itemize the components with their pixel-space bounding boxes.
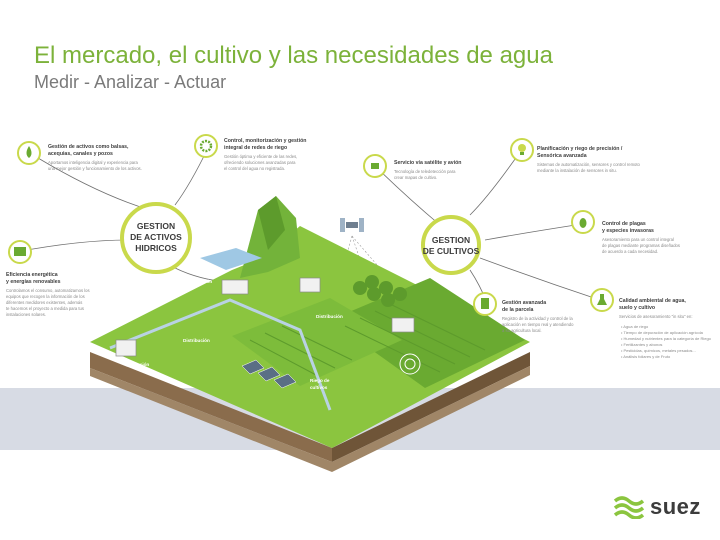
satellite-icon (340, 218, 364, 232)
solar-panels (241, 359, 297, 389)
suez-logo-icon (613, 496, 645, 519)
label-distribucion-left: Distribución (183, 338, 210, 343)
terrain-right-side (332, 352, 530, 462)
svg-text:Servicio vía satélite y avión: Servicio vía satélite y avión (394, 160, 461, 166)
building-captacion-bottom (115, 339, 137, 357)
svg-text:Sistemas de automatización, se: Sistemas de automatización, sensores y c… (537, 162, 641, 173)
svg-text:Aportamos inteligencia digital: Aportamos inteligencia digital y experie… (48, 160, 142, 171)
svg-text:Asesoramiento para un control: Asesoramiento para un control integralde… (602, 237, 680, 254)
solar-panel-icon (8, 240, 32, 264)
field-rows (249, 303, 486, 377)
callout-servicio-satelital: Servicio vía satélite y avión Tecnología… (394, 160, 461, 180)
building-captacion-top (221, 279, 249, 295)
svg-text:Calidad ambiental de agua,suel: Calidad ambiental de agua,suelo y cultiv… (619, 298, 686, 311)
terrain-block (90, 196, 530, 472)
callout-planificacion-riego: Planificación y riego de precisión /Sens… (537, 146, 641, 173)
callout-icons (8, 134, 614, 316)
map-labels: Captación Distribución Distribución Capt… (127, 279, 343, 390)
flask-icon (590, 288, 614, 312)
svg-text:Controlamos el consumo, automa: Controlamos el consumo, automatizamos lo… (6, 288, 90, 317)
water-channel (109, 298, 332, 411)
reservoir (200, 248, 262, 270)
svg-text:Servicios de asesoramiento "in: Servicios de asesoramiento "in situ" en: (619, 314, 693, 319)
label-captacion-top: Captación (190, 279, 212, 284)
lightbulb-icon (510, 138, 534, 162)
terrain-left-side (90, 352, 332, 462)
svg-text:Gestión óptima y eficiente de: Gestión óptima y eficiente de las redes,… (224, 154, 297, 171)
logo-text: suez (650, 494, 701, 519)
clipboard-icon (473, 292, 497, 316)
buildings (115, 277, 415, 357)
building-farm (391, 317, 415, 333)
svg-text:• Agua de riego• Tiempo de dep: • Agua de riego• Tiempo de depuración de… (621, 324, 712, 359)
page-subtitle: Medir - Analizar - Actuar (34, 72, 227, 92)
water-drop-icon (17, 141, 41, 165)
label-captacion-bottom: Captación (127, 362, 149, 367)
suez-logo: suez (612, 494, 701, 520)
callout-gestion-activos: Gestión de activos como balsas,acequias,… (48, 144, 142, 171)
svg-text:Control, monitorización y gest: Control, monitorización y gestiónintegra… (224, 138, 306, 151)
gear-icon (194, 134, 218, 158)
satellite-icon (363, 154, 387, 178)
crop-field-right (330, 278, 525, 388)
building-distribucion (299, 277, 321, 293)
bug-icon (571, 210, 595, 234)
label-distribucion-top: Distribución (316, 314, 343, 319)
crop-target-marker (399, 353, 421, 375)
svg-text:Planificación y riego de preci: Planificación y riego de precisión /Sens… (537, 146, 623, 159)
callout-calidad-ambiental: Calidad ambiental de agua,suelo y cultiv… (619, 298, 712, 359)
page-title: El mercado, el cultivo y las necesidades… (34, 42, 553, 69)
tree-grove (353, 275, 407, 307)
svg-text:Registro de la actividad y con: Registro de la actividad y control de la… (502, 316, 574, 333)
svg-text:Gestión de activos como balsas: Gestión de activos como balsas,acequias,… (48, 144, 129, 157)
